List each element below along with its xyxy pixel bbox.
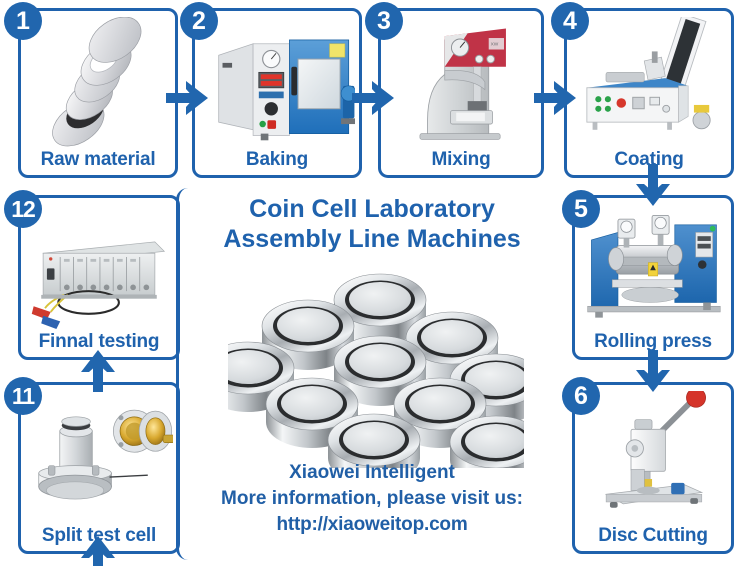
step-label: Mixing (431, 149, 491, 170)
step-label: Coating (614, 149, 684, 170)
step-box-raw-material[interactable]: Raw material (18, 8, 178, 178)
step-box-disc-cutting[interactable]: Disc Cutting (572, 382, 734, 554)
arrow-bottom-to-11 (76, 536, 120, 566)
arrow-2-to-3 (352, 76, 394, 120)
arrow-11-to-12 (76, 350, 120, 392)
website-url[interactable]: http://xiaoweitop.com (276, 514, 468, 535)
step-box-baking[interactable]: Baking (192, 8, 362, 178)
step-label: Raw material (40, 149, 156, 170)
company-name: Xiaowei Intelligent (289, 462, 455, 483)
step-badge-4: 4 (551, 2, 589, 40)
electrode-discs-icon (25, 16, 171, 147)
step-badge-12: 12 (4, 190, 42, 228)
step-badge-11: 11 (4, 377, 42, 415)
step-badge-6: 6 (562, 377, 600, 415)
vacuum-drying-oven-icon (199, 17, 357, 147)
step-box-final-testing[interactable]: Finnal testing (18, 195, 180, 360)
battery-tester-icon (25, 204, 173, 329)
step-badge-3: 3 (365, 2, 403, 40)
step-label: Split test cell (41, 525, 157, 546)
step-label: Baking (245, 149, 309, 170)
center-contact: Xiaowei Intelligent More information, pl… (176, 460, 568, 538)
coating-machine-icon (571, 13, 727, 147)
arrow-5-to-6 (631, 350, 675, 392)
step-badge-5: 5 (562, 190, 600, 228)
step-label: Rolling press (594, 331, 712, 352)
step-box-coating[interactable]: Coating (564, 8, 734, 178)
step-label: Disc Cutting (598, 525, 708, 546)
center-title: Coin Cell Laboratory Assembly Line Machi… (176, 194, 568, 254)
arrow-3-to-4 (534, 76, 576, 120)
arrow-4-to-5 (631, 164, 675, 206)
arrow-1-to-2 (166, 76, 208, 120)
svg-text:XW: XW (491, 42, 499, 48)
planetary-mixer-icon: XW (385, 17, 537, 147)
step-box-rolling-press[interactable]: Rolling press (572, 195, 734, 360)
step-box-split-test-cell[interactable]: Split test cell (18, 382, 180, 554)
rolling-press-icon (579, 204, 727, 329)
info-line: More information, please visit us: (221, 488, 523, 509)
step-badge-2: 2 (180, 2, 218, 40)
center-title-line-1: Coin Cell Laboratory (249, 195, 495, 223)
step-box-mixing[interactable]: XW Mixing (378, 8, 544, 178)
center-panel (176, 188, 568, 560)
coin-cell-batteries-image (201, 268, 543, 487)
center-title-line-2: Assembly Line Machines (223, 225, 521, 253)
step-badge-1: 1 (4, 2, 42, 40)
step-label: Finnal testing (38, 331, 160, 352)
split-test-cell-icon (25, 391, 175, 523)
disc-cutter-icon (579, 387, 727, 523)
